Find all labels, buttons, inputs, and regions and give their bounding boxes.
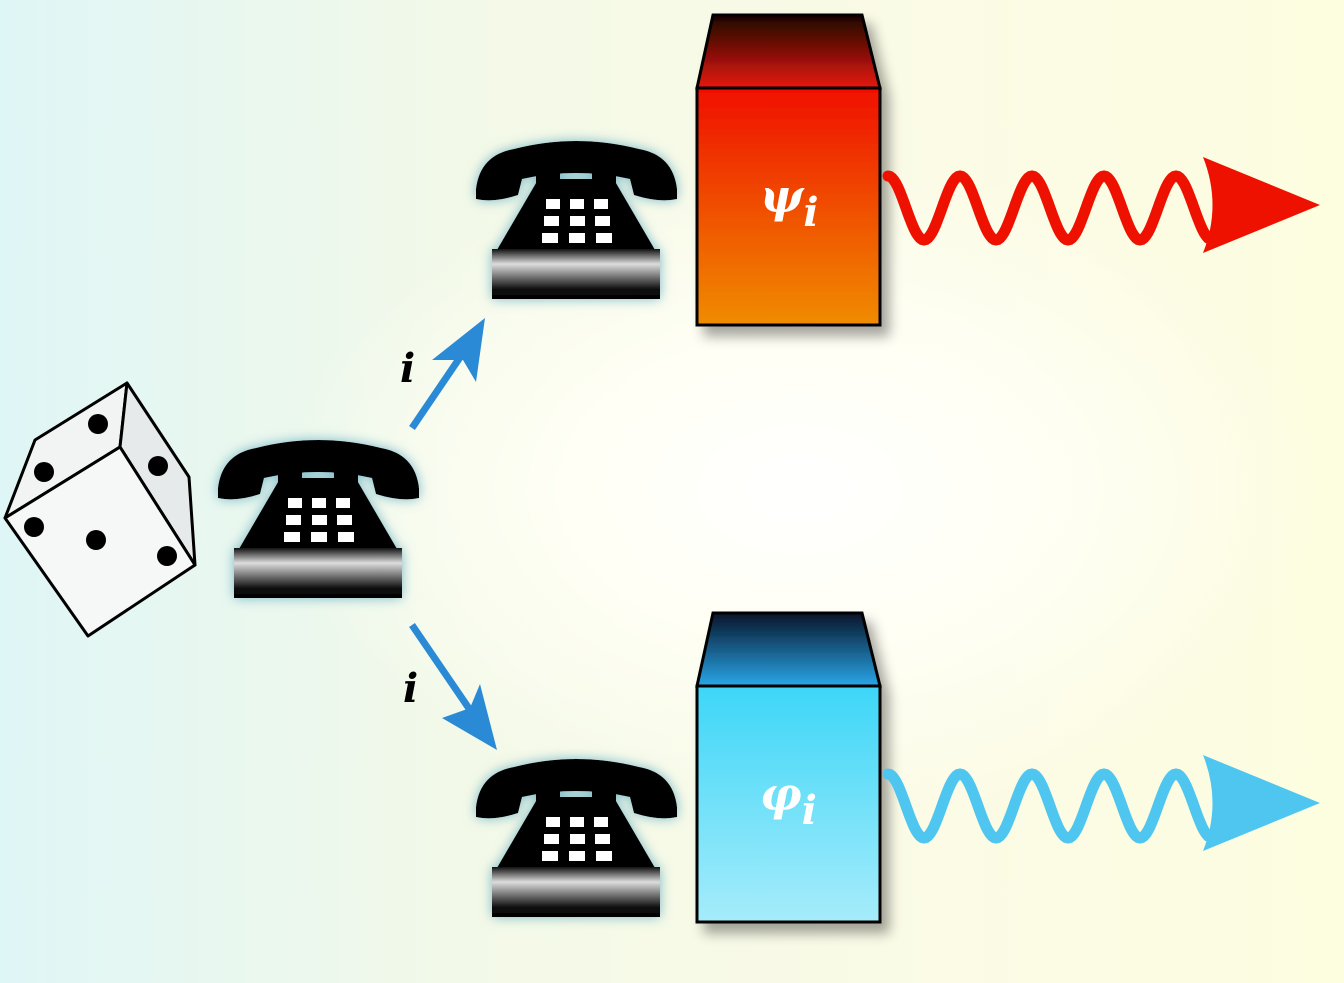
telephone-icon (476, 141, 677, 299)
telephone-icon (476, 759, 677, 917)
wave-arrow-upper (882, 157, 1320, 253)
wave-arrow-lower (882, 755, 1320, 851)
psi-label: ψi (760, 169, 819, 236)
state-box-phi (695, 611, 882, 924)
dice-icon (3, 381, 197, 638)
telephone-icon (218, 440, 419, 598)
branch-label-lower: i (403, 665, 418, 712)
branch-arrow-upper (409, 318, 485, 430)
branch-label-upper: i (400, 345, 415, 392)
branch-arrow-lower (409, 623, 497, 750)
state-box-psi (695, 13, 882, 327)
phi-label: φi (760, 767, 817, 834)
